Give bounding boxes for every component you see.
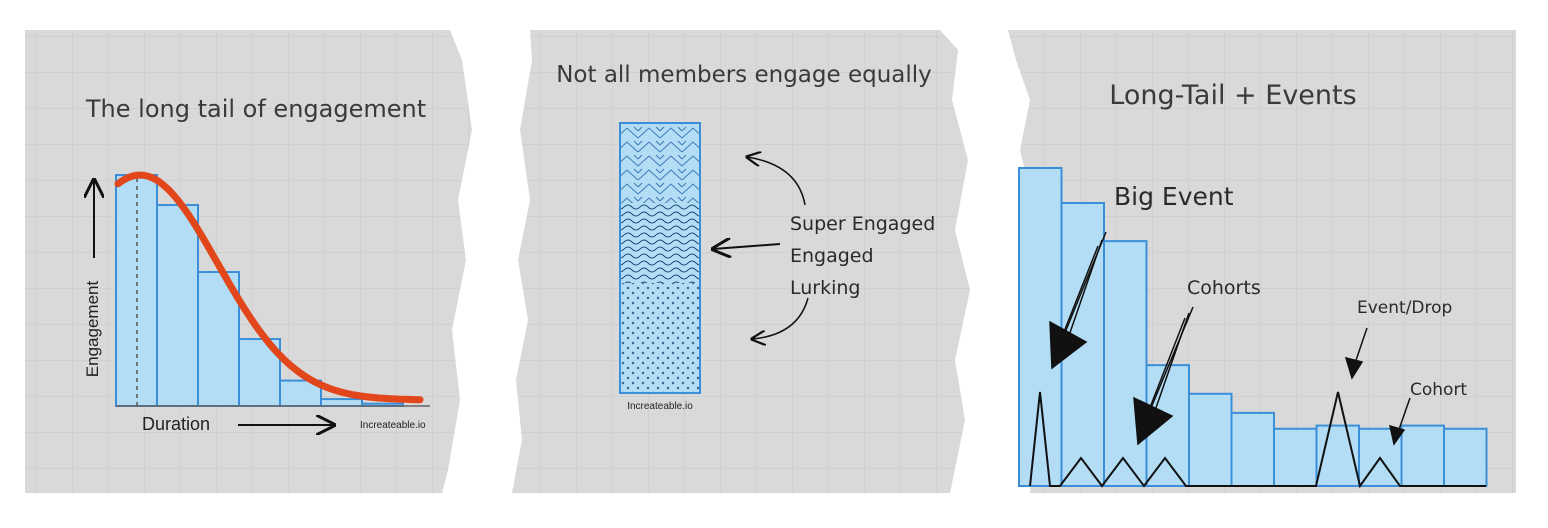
- panel2-credit: Increateable.io: [627, 401, 693, 412]
- segment-super-engaged: [620, 123, 700, 203]
- panel1-xlabel: Duration: [142, 414, 210, 434]
- panel3-bar: [1103, 240, 1148, 487]
- label-lurking: Lurking: [790, 277, 861, 299]
- engagement-curve: [114, 171, 424, 404]
- segment-lurking: [620, 283, 700, 393]
- label-super-engaged: Super Engaged: [790, 213, 935, 235]
- label-engaged: Engaged: [790, 245, 874, 267]
- cohort-arrow: [1388, 397, 1411, 446]
- panel1-ylabel: Engagement: [83, 281, 102, 378]
- panel1-title: The long tail of engagement: [85, 95, 426, 123]
- big-event-arrow: [1049, 231, 1107, 370]
- panel3-bar: [1400, 424, 1445, 487]
- annotation-event-drop: Event/Drop: [1357, 298, 1452, 318]
- arrow-to-lurking: [752, 297, 809, 339]
- arrow-to-engaged: [713, 244, 781, 249]
- event-drop-arrow: [1344, 327, 1368, 380]
- event-spike-line: [1029, 391, 1486, 489]
- panel-long-tail: The long tail of engagement Engagement D…: [25, 30, 472, 493]
- arrow-to-super-engaged: [747, 157, 806, 206]
- annotation-cohort: Cohort: [1410, 380, 1467, 400]
- panel1-bar: [156, 204, 199, 407]
- panel3-title: Long-Tail + Events: [1109, 80, 1356, 111]
- panel-long-tail-events: Long-Tail + Events Big Event Cohorts Eve…: [1008, 30, 1516, 493]
- cohorts-arrow: [1133, 306, 1194, 446]
- panel3-bar: [1188, 392, 1233, 487]
- panel3-bar: [1443, 427, 1488, 488]
- panel3-bar: [1273, 427, 1318, 488]
- panel1-bar: [320, 398, 363, 408]
- annotation-cohorts: Cohorts: [1187, 277, 1261, 299]
- engagement-stack-outline: [619, 122, 701, 394]
- segment-engaged: [620, 203, 700, 283]
- annotation-big-event: Big Event: [1114, 182, 1234, 211]
- panel1-credit: Increateable.io: [360, 420, 426, 431]
- panel2-title: Not all members engage equally: [556, 62, 932, 88]
- panel-engagement-levels: Not all members engage equally Increatea…: [512, 30, 970, 493]
- panel3-bar: [1230, 411, 1275, 487]
